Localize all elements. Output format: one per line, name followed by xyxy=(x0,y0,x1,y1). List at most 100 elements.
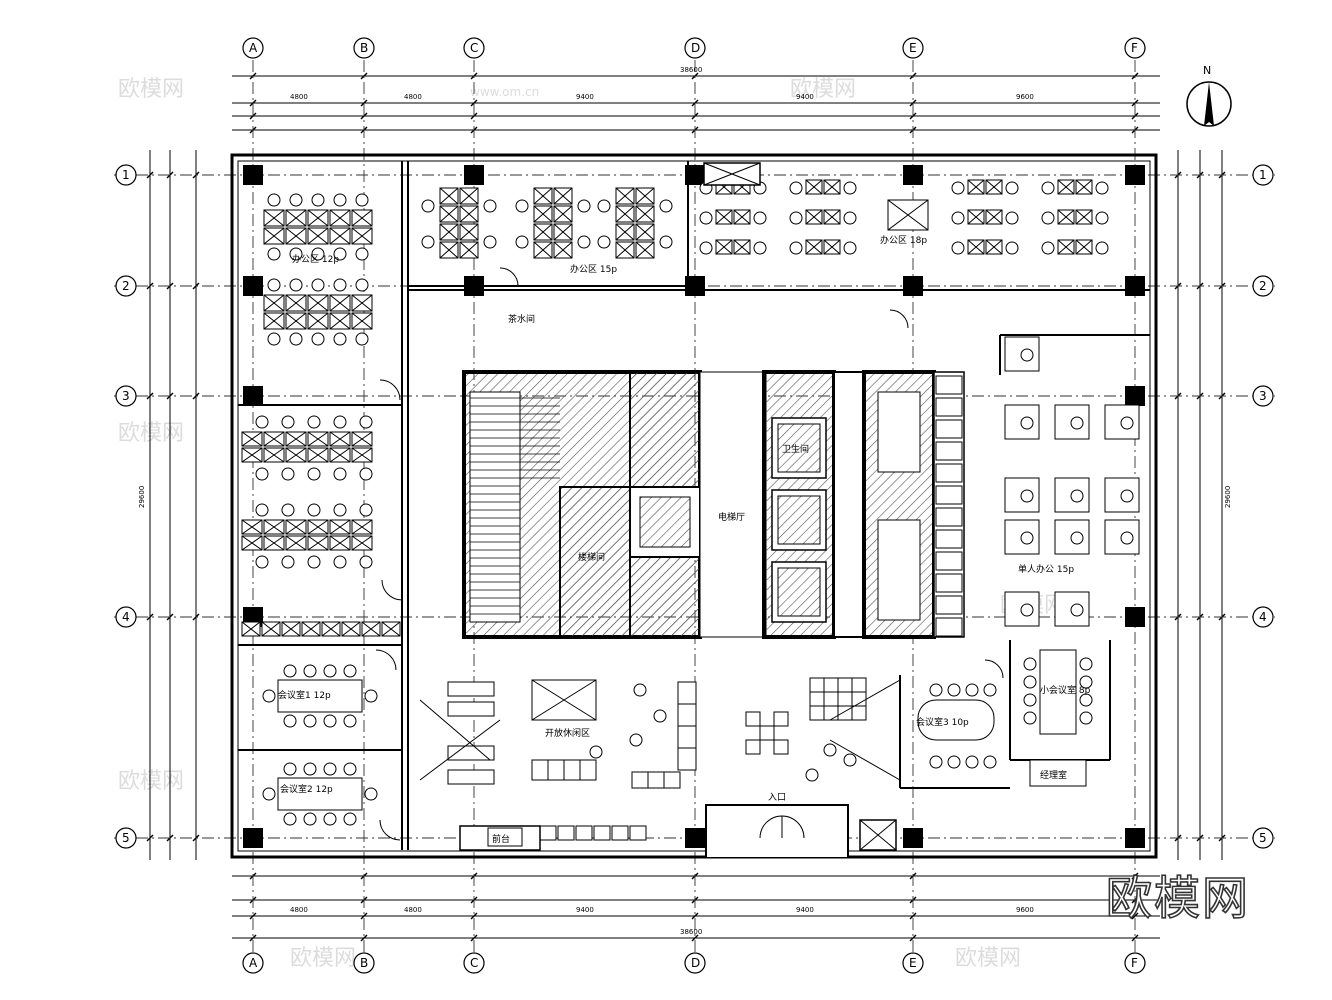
axis-bubble-col xyxy=(463,952,485,974)
axis-bubble-col xyxy=(242,37,264,59)
axis-label-row: 5 xyxy=(122,831,130,845)
axis-bubble-col xyxy=(902,952,924,974)
structural-column xyxy=(685,165,705,185)
dim-bay-bottom: 9400 xyxy=(796,906,814,914)
watermark-faint: 欧模网 xyxy=(118,769,184,794)
axis-label-col: F xyxy=(1131,41,1138,55)
axis-label-col: C xyxy=(470,956,478,970)
axis-label-col: D xyxy=(691,956,700,970)
watermark-faint: www.om.cn xyxy=(470,85,539,99)
axis-bubble-row xyxy=(115,275,137,297)
axis-label-col: C xyxy=(470,41,478,55)
axis-bubble-row xyxy=(115,606,137,628)
axis-label-row: 1 xyxy=(122,168,130,182)
axis-label-col: A xyxy=(249,956,258,970)
room-label-office-b: 办公区 15p xyxy=(570,263,617,275)
dim-bay-bottom: 4800 xyxy=(404,906,422,914)
room-label-reception: 前台 xyxy=(492,833,510,845)
dim-total-bottom: 38600 xyxy=(680,928,702,936)
structural-column xyxy=(243,386,263,406)
dim-bay-top: 4800 xyxy=(404,93,422,101)
room-label-office-c: 办公区 18p xyxy=(880,234,927,246)
axis-bubble-row xyxy=(115,827,137,849)
axis-label-col: A xyxy=(249,41,258,55)
axis-bubble-row xyxy=(1252,275,1274,297)
axis-label-col: E xyxy=(909,956,917,970)
room-label-meeting-3: 会议室3 10p xyxy=(916,716,969,728)
room-label-lift-hall: 电梯厅 xyxy=(718,511,745,523)
room-label-manager: 经理室 xyxy=(1040,769,1067,781)
elevator-core xyxy=(762,370,836,639)
structural-column xyxy=(243,276,263,296)
room-label-stair: 楼梯间 xyxy=(578,551,605,563)
structural-column xyxy=(1125,386,1145,406)
axis-bubble-row xyxy=(1252,606,1274,628)
dim-bay-bottom: 9400 xyxy=(576,906,594,914)
axis-label-row: 4 xyxy=(1259,610,1267,624)
axis-bubble-row xyxy=(1252,827,1274,849)
structural-column xyxy=(903,165,923,185)
dim-bay-bottom: 4800 xyxy=(290,906,308,914)
axis-bubble-col xyxy=(684,37,706,59)
structural-column xyxy=(685,828,705,848)
watermark-faint: 欧模网 xyxy=(118,421,184,446)
axis-label-row: 3 xyxy=(122,389,130,403)
structural-column xyxy=(1125,165,1145,185)
structural-column xyxy=(1125,828,1145,848)
axis-bubble-row xyxy=(115,164,137,186)
dim-bay-top: 9400 xyxy=(576,93,594,101)
watermark-faint: 欧模网 xyxy=(955,946,1021,971)
watermark-faint: 欧模网 xyxy=(290,946,356,971)
axis-bubble-col xyxy=(684,952,706,974)
watermark-faint: 欧模网 xyxy=(790,77,856,102)
axis-label-row: 1 xyxy=(1259,168,1267,182)
axis-bubble-col xyxy=(1124,37,1146,59)
axis-label-row: 2 xyxy=(122,279,130,293)
dim-total-top: 38600 xyxy=(680,66,702,74)
structural-column xyxy=(464,165,484,185)
axis-bubble-col xyxy=(463,37,485,59)
structural-column xyxy=(903,828,923,848)
structural-column xyxy=(1125,607,1145,627)
structural-column xyxy=(243,165,263,185)
axis-bubble-col xyxy=(353,37,375,59)
axis-label-col: B xyxy=(360,956,368,970)
axis-label-col: B xyxy=(360,41,368,55)
structural-column xyxy=(685,276,705,296)
axis-bubble-row xyxy=(1252,385,1274,407)
north-label: N xyxy=(1203,64,1211,77)
watermark-faint: 欧模网 xyxy=(118,77,184,102)
room-label-meeting-1: 会议室1 12p xyxy=(278,689,331,701)
room-label-small-meeting: 小会议室 8p xyxy=(1040,684,1091,696)
axis-label-col: D xyxy=(691,41,700,55)
axis-bubble-col xyxy=(902,37,924,59)
axis-label-row: 2 xyxy=(1259,279,1267,293)
axis-bubble-col xyxy=(242,952,264,974)
room-label-open-area: 开放休闲区 xyxy=(545,727,590,739)
axis-label-row: 5 xyxy=(1259,831,1267,845)
room-label-entrance: 入口 xyxy=(768,792,786,803)
room-label-office-a: 办公区 12p xyxy=(292,253,339,265)
structural-column xyxy=(464,276,484,296)
room-label-meeting-2: 会议室2 12p xyxy=(280,783,333,795)
axis-bubble-row xyxy=(115,385,137,407)
room-label-single-office: 单人办公 15p xyxy=(1018,563,1074,575)
structural-column xyxy=(903,276,923,296)
watermark-logo: 欧模网 xyxy=(1105,870,1250,926)
axis-label-row: 4 xyxy=(122,610,130,624)
dim-total-right: 29600 xyxy=(1224,486,1232,508)
structural-column xyxy=(1125,276,1145,296)
dim-bay-bottom: 9600 xyxy=(1016,906,1034,914)
structural-column xyxy=(243,828,263,848)
dim-bay-top: 9400 xyxy=(796,93,814,101)
dim-bay-top: 9600 xyxy=(1016,93,1034,101)
room-label-toilet: 卫生间 xyxy=(782,443,809,455)
dim-bay-top: 4800 xyxy=(290,93,308,101)
dim-total-left: 29600 xyxy=(138,486,146,508)
axis-bubble-row xyxy=(1252,164,1274,186)
axis-bubble-col xyxy=(353,952,375,974)
axis-label-col: F xyxy=(1131,956,1138,970)
north-arrow: N xyxy=(1186,64,1232,127)
stair-core xyxy=(462,370,702,639)
